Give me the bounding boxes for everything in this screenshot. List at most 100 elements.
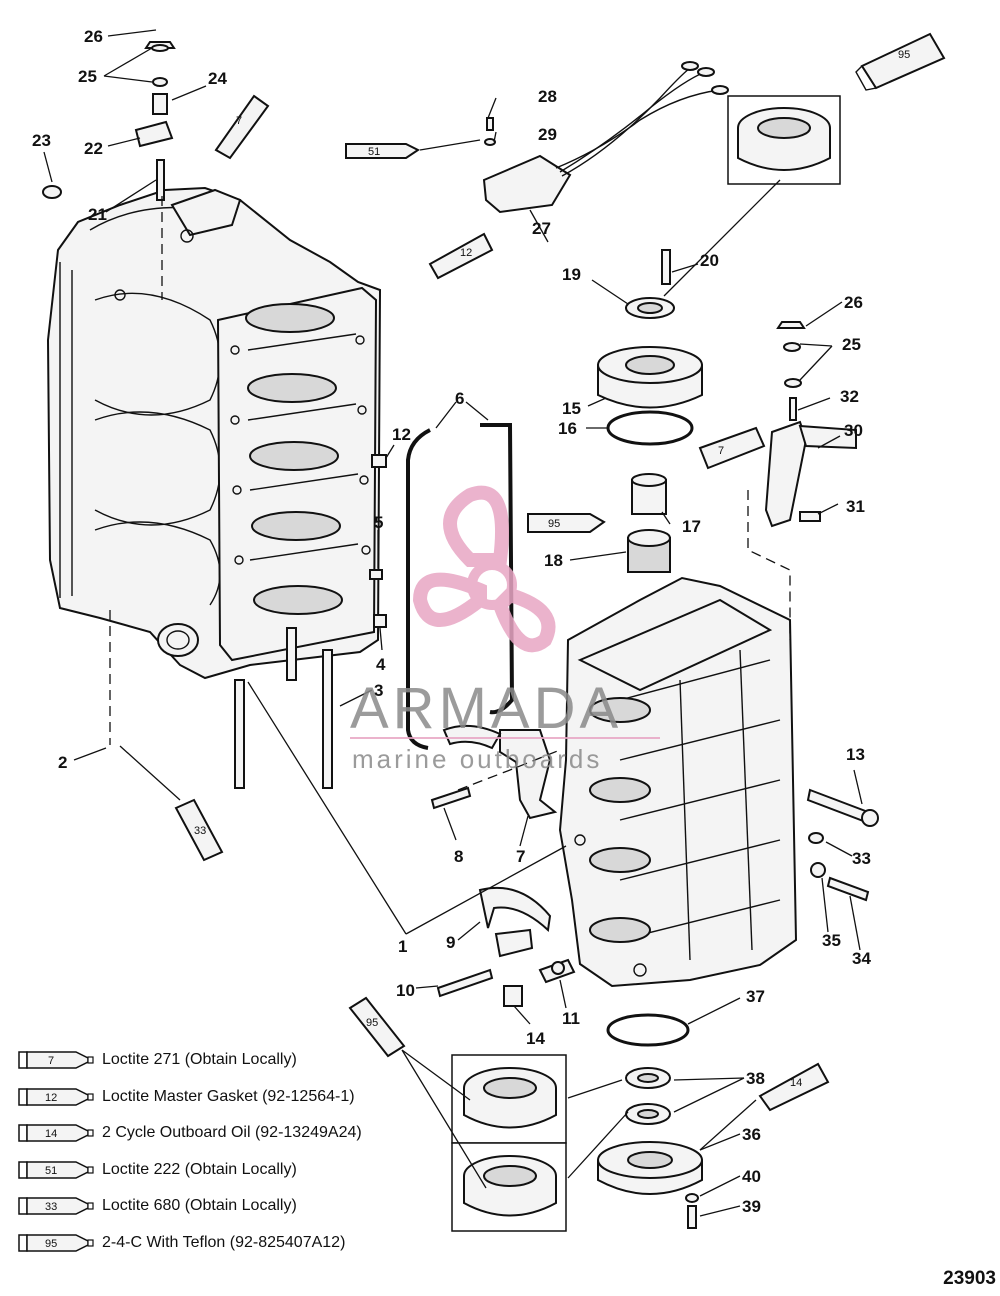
washer-40 [685,1193,699,1203]
tube-label: 7 [236,115,242,127]
callout: 26 [844,293,863,312]
dowel-pin-4 [373,614,387,628]
tube-51: 51 [345,143,420,159]
tube-33: 33 [174,798,224,862]
callout: 6 [455,389,464,408]
callout: 10 [396,981,415,1000]
callout: 39 [742,1197,761,1216]
callout: 20 [700,251,719,270]
sealant-tube-icon: 33 [18,1197,94,1215]
o-ring-37 [606,1013,690,1047]
watermark-hub [467,560,517,610]
callout: 23 [32,131,51,150]
watermark-propeller-blade [491,587,556,653]
callout: 28 [538,87,557,106]
callout: 18 [544,551,563,570]
callout: 22 [84,139,103,158]
screw-39 [687,1205,697,1229]
callout-labels: 26 25 24 22 23 21 28 29 27 19 20 26 25 3… [32,27,871,1216]
callout: 27 [532,219,551,238]
callout: 17 [682,517,701,536]
tube-14: 14 [758,1062,830,1112]
legend-row: 7 Loctite 271 (Obtain Locally) [18,1042,438,1079]
alignment-lines [109,196,791,791]
bearing-18 [627,529,671,573]
tube-95-mid: 95 [527,513,606,533]
tube-label: 95 [366,1017,378,1029]
sealant-tube-icon: 51 [18,1161,94,1179]
callout: 36 [742,1125,761,1144]
watermark: ARMADA marine outboards [350,485,660,774]
dowel-pin-5 [369,569,383,580]
callout: 19 [562,265,581,284]
callout: 13 [846,745,865,764]
mount-bracket-7 [442,724,558,958]
sealant-legend: 7 Loctite 271 (Obtain Locally) 12 Loctit… [18,1042,438,1261]
callout: 14 [526,1029,545,1048]
legend-label: Loctite 680 (Obtain Locally) [102,1197,297,1215]
bolts [430,786,879,998]
block-studs [234,627,333,789]
callout: 34 [852,949,871,968]
lower-end-cap-36 [597,1141,703,1195]
sealant-tube-icon: 7 [18,1051,94,1069]
callout: 5 [374,513,383,532]
legend-label: Loctite 271 (Obtain Locally) [102,1051,297,1069]
dowel-pin-12 [371,454,387,468]
legend-row: 12 Loctite Master Gasket (92-12564-1) [18,1079,438,1116]
callout: 38 [746,1069,765,1088]
upper-end-cap-15 [597,346,703,409]
legend-code: 12 [45,1092,57,1104]
legend-label: Loctite Master Gasket (92-12564-1) [102,1087,355,1105]
figure-number: 23903 [943,1268,996,1289]
watermark-propeller-blade [443,485,509,567]
tube-label: 14 [790,1077,802,1089]
hose-6a [406,428,431,750]
callout: 31 [846,497,865,516]
legend-row: 14 2 Cycle Outboard Oil (92-13249A24) [18,1115,438,1152]
tube-label: 7 [718,445,724,457]
tube-label: 95 [548,518,560,530]
hose-6b [480,423,515,715]
top-left-hardware [42,41,176,201]
fitting-11 [538,958,576,984]
callout: 8 [454,847,463,866]
callout: 4 [376,655,386,674]
bracket-30 [764,321,857,528]
legend-row: 33 Loctite 680 (Obtain Locally) [18,1188,438,1225]
callout: 29 [538,125,557,144]
callout: 16 [558,419,577,438]
sealant-tube-icon: 95 [18,1234,94,1252]
seals-38 [625,1067,671,1125]
callout: 12 [392,425,411,444]
callout: 30 [844,421,863,440]
callout: 1 [398,937,407,956]
callout: 2 [58,753,67,772]
tube-label: 51 [368,146,380,158]
plug-14 [503,985,523,1007]
legend-row: 51 Loctite 222 (Obtain Locally) [18,1152,438,1189]
tube-label: 12 [460,247,472,259]
legend-label: 2-4-C With Teflon (92-825407A12) [102,1233,346,1251]
tube-95-bottom: 95 [348,996,406,1058]
watermark-tagline: marine outboards [352,744,602,774]
callout: 35 [822,931,841,950]
callout: 24 [208,69,227,88]
callout: 25 [78,67,97,86]
legend-label: 2 Cycle Outboard Oil (92-13249A24) [102,1124,362,1142]
legend-code: 33 [45,1201,57,1213]
tube-7-right: 7 [698,426,766,470]
watermark-propeller-blade [412,572,487,627]
callout: 3 [374,681,383,700]
legend-code: 14 [45,1128,57,1140]
sealant-tube-icon: 14 [18,1124,94,1142]
callout: 7 [516,847,525,866]
screw-20 [661,249,671,285]
legend-code: 95 [45,1238,57,1250]
callout: 40 [742,1167,761,1186]
legend-row: 95 2-4-C With Teflon (92-825407A12) [18,1225,438,1262]
cylinder-block [46,186,382,680]
tube-label: 33 [194,825,206,837]
harness-module [482,61,729,214]
watermark-brand: ARMADA [350,676,622,741]
